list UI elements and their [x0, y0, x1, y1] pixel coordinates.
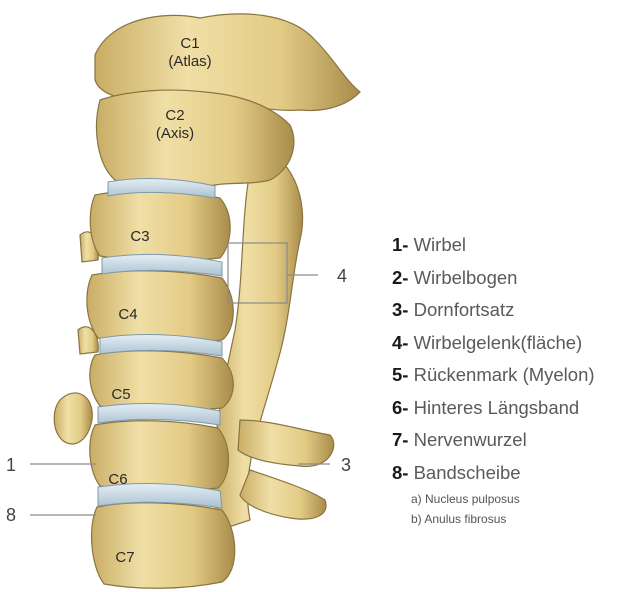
legend-item: 3- Dornfortsatz — [392, 294, 627, 327]
legend-item: 4- Wirbelgelenk(fläche) — [392, 327, 627, 360]
vertebral-bodies — [87, 191, 235, 589]
legend-subitem: b) Anulus fibrosus — [392, 509, 627, 529]
c1-alt-label: (Atlas) — [168, 53, 211, 70]
legend-item: 6- Hinteres Längsband — [392, 392, 627, 425]
c6-label: C6 — [108, 471, 127, 488]
callout-4: 4 — [337, 266, 347, 286]
c2-alt-label: (Axis) — [156, 125, 194, 142]
callout-1: 1 — [6, 455, 16, 475]
legend-item: 5- Rückenmark (Myelon) — [392, 359, 627, 392]
legend-item: 2- Wirbelbogen — [392, 262, 627, 295]
legend-subitem: a) Nucleus pulposus — [392, 489, 627, 509]
c3-label: C3 — [130, 228, 149, 245]
callout-3: 3 — [341, 455, 351, 475]
legend-item: 8- Bandscheibe — [392, 457, 627, 490]
c5-label: C5 — [111, 386, 130, 403]
c1-label: C1 — [180, 35, 199, 52]
legend: 1- Wirbel 2- Wirbelbogen 3- Dornfortsatz… — [392, 229, 627, 529]
c2-label: C2 — [165, 107, 184, 124]
callout-8: 8 — [6, 505, 16, 525]
c7-label: C7 — [115, 549, 134, 566]
c4-label: C4 — [118, 306, 137, 323]
legend-item: 7- Nervenwurzel — [392, 424, 627, 457]
legend-item: 1- Wirbel — [392, 229, 627, 262]
